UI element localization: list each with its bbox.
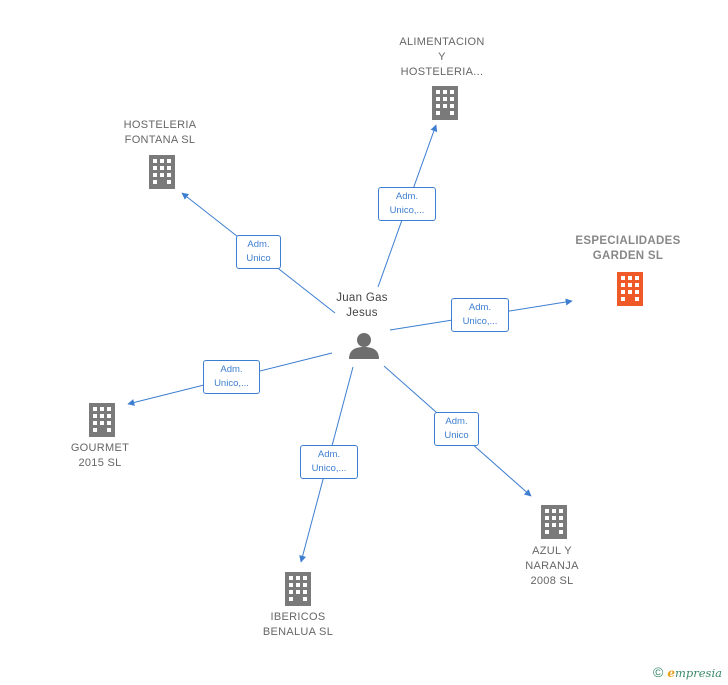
node-label-line: BENALUA SL <box>262 626 334 638</box>
building-icon[interactable] <box>541 505 567 539</box>
node-label-line: NARANJA <box>525 560 579 572</box>
building-icon[interactable] <box>617 272 643 306</box>
edge-label-line: Unico <box>444 430 469 441</box>
center-person-label[interactable]: Juan Gas Jesus <box>326 291 398 321</box>
node-label-line: AZUL Y <box>532 545 572 557</box>
node-label-hosteleria-fontana[interactable]: HOSTELERIA FONTANA SL <box>110 118 210 148</box>
edge-label-line: Adm. <box>247 239 270 250</box>
edge-label-especialidades-garden[interactable]: Adm. Unico,... <box>451 298 509 332</box>
edge-label-line: Adm. <box>317 449 341 460</box>
node-label-line: Y <box>438 51 446 63</box>
edge-label-line: Adm. <box>445 416 468 427</box>
brand-name: mpresia <box>674 666 722 680</box>
edge-label-ibericos-benalua[interactable]: Adm. Unico,... <box>300 445 358 479</box>
person-icon[interactable] <box>349 333 379 359</box>
node-label-line: FONTANA SL <box>124 134 196 146</box>
edge-label-line: Unico <box>246 253 271 264</box>
edges-layer <box>127 124 573 563</box>
edge-label-gourmet-2015[interactable]: Adm. Unico,... <box>203 360 260 394</box>
building-icon[interactable] <box>432 86 458 120</box>
node-label-line: GARDEN SL <box>592 250 664 262</box>
center-name-line1: Juan Gas <box>336 292 388 304</box>
edge-label-hosteleria-fontana[interactable]: Adm. Unico <box>236 235 281 269</box>
copyright-icon: © <box>653 664 664 680</box>
brand-initial: e <box>667 666 675 680</box>
node-label-line: ESPECIALIDADES <box>575 235 681 247</box>
node-label-line: GOURMET <box>70 442 130 454</box>
edge-label-line: Adm. <box>395 191 419 202</box>
node-label-line: 2008 SL <box>530 575 574 587</box>
building-icon[interactable] <box>149 155 175 189</box>
node-label-line: IBERICOS <box>270 611 326 623</box>
edge-label-line: Adm. <box>220 364 243 375</box>
edge-label-line: Adm. <box>468 302 492 313</box>
node-label-ibericos-benalua[interactable]: IBERICOS BENALUA SL <box>248 610 348 640</box>
edge-label-line: Unico,... <box>214 378 249 389</box>
empresia-logo[interactable]: ©empresia <box>653 664 722 680</box>
building-icon[interactable] <box>89 403 115 437</box>
node-label-gourmet-2015[interactable]: GOURMET 2015 SL <box>60 441 140 471</box>
edge-label-line: Unico,... <box>311 463 347 474</box>
center-name-line2: Jesus <box>346 307 378 319</box>
node-label-especialidades-garden[interactable]: ESPECIALIDADES GARDEN SL <box>568 234 688 264</box>
node-label-line: 2015 SL <box>78 457 122 469</box>
node-label-line: ALIMENTACION <box>399 36 485 48</box>
node-label-line: HOSTELERIA... <box>400 66 484 78</box>
building-icon[interactable] <box>285 572 311 606</box>
edge-label-alimentacion[interactable]: Adm. Unico,... <box>378 187 436 221</box>
icons-layer <box>89 86 643 606</box>
edge-label-line: Unico,... <box>462 316 498 327</box>
node-label-line: HOSTELERIA <box>123 119 197 131</box>
node-label-azul-y-naranja[interactable]: AZUL Y NARANJA 2008 SL <box>512 544 592 589</box>
node-label-alimentacion[interactable]: ALIMENTACION Y HOSTELERIA... <box>392 35 492 80</box>
edge-label-line: Unico,... <box>389 205 425 216</box>
edge-label-azul-y-naranja[interactable]: Adm. Unico <box>434 412 479 446</box>
